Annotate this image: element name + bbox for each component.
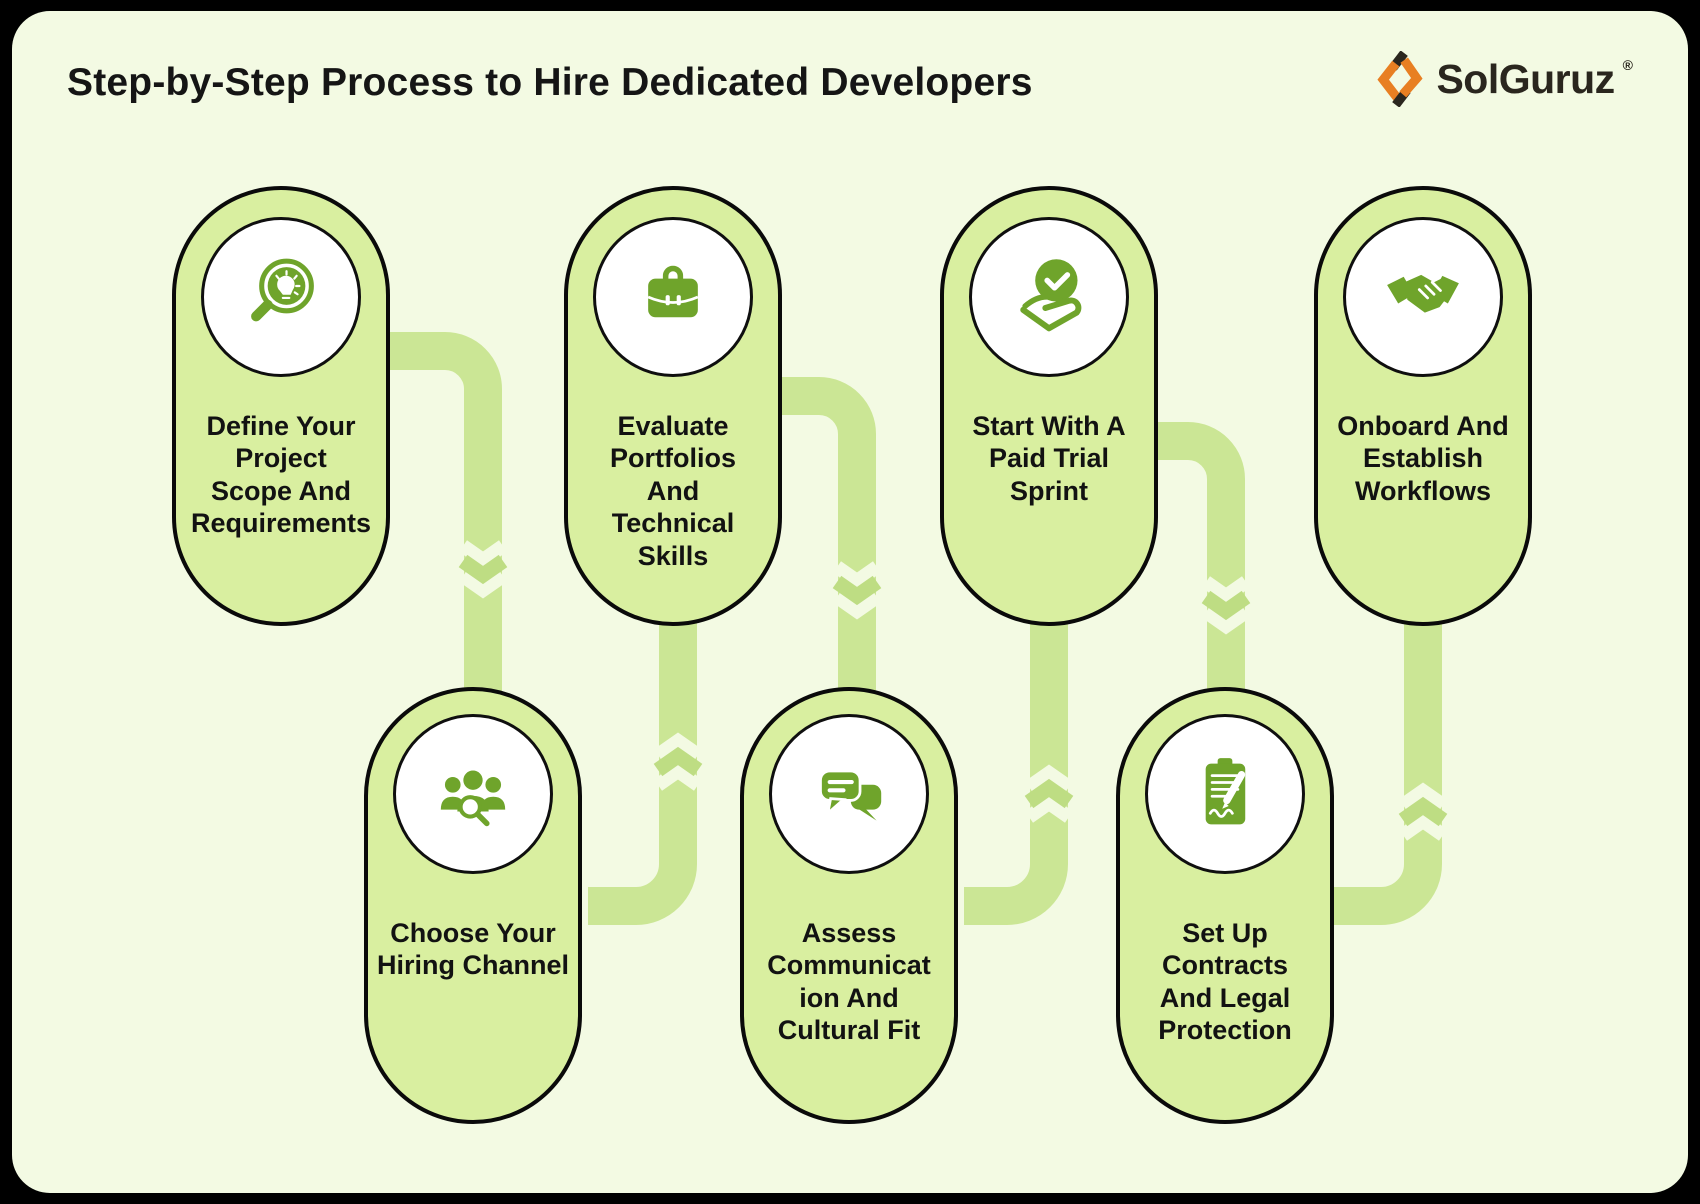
chevron-cut <box>653 732 703 761</box>
step-card-paid-trial-sprint: Start With A Paid Trial Sprint <box>940 186 1158 626</box>
flow-connectors <box>384 332 1448 925</box>
connector-2-3 <box>588 621 697 925</box>
step-card-hiring-channel: Choose Your Hiring Channel <box>364 687 582 1124</box>
chevron-cut <box>832 591 882 620</box>
chevron-cut <box>1024 794 1074 823</box>
step-icon-circle <box>769 714 929 874</box>
contract-pen-icon <box>1205 758 1246 825</box>
step-card-onboard-workflows: Onboard And Establish Workflows <box>1314 186 1532 626</box>
step-card-contracts-legal: Set Up Contracts And Legal Protection <box>1116 687 1334 1124</box>
step-icon-circle <box>969 217 1129 377</box>
chevron-up-icon <box>1398 796 1448 827</box>
brand-name: SolGuruz <box>1436 55 1615 102</box>
chevron-cut <box>1201 606 1251 635</box>
chevron-cut <box>832 561 882 590</box>
chevron-up-icon <box>653 746 703 777</box>
solguruz-logo-icon <box>1377 51 1424 107</box>
chevron-cut <box>1201 576 1251 605</box>
step-label: Evaluate Portfolios And Technical Skills <box>610 411 736 571</box>
connector-3-4 <box>775 377 876 711</box>
chevron-cut <box>1024 764 1074 793</box>
people-search-icon <box>440 770 506 827</box>
step-card-assess-communication: Assess Communicat ion And Cultural Fit <box>740 687 958 1124</box>
step-label: Assess Communicat ion And Cultural Fit <box>767 918 931 1046</box>
step-label: Define Your Project Scope And Requiremen… <box>190 411 372 539</box>
hand-check-icon <box>1020 259 1082 332</box>
briefcase-icon <box>647 265 699 318</box>
chevron-cut <box>653 762 703 791</box>
step-icon-circle <box>393 714 553 874</box>
connector-5-6 <box>1151 422 1245 711</box>
step-icon-circle <box>201 217 361 377</box>
chevron-cut <box>1398 782 1448 811</box>
chevron-down-icon <box>832 575 882 606</box>
chat-bubbles-icon <box>819 769 882 821</box>
step-label: Set Up Contracts And Legal Protection <box>1158 918 1292 1046</box>
step-icon-circle <box>593 217 753 377</box>
connector-4-5 <box>964 621 1068 925</box>
chevron-cut <box>458 570 508 599</box>
panel-background: Step-by-Step Process to Hire Dedicated D… <box>12 11 1688 1193</box>
chevron-cut <box>458 540 508 569</box>
step-card-evaluate-portfolios: Evaluate Portfolios And Technical Skills <box>564 186 782 626</box>
handshake-icon <box>1387 274 1459 313</box>
registered-mark: ® <box>1622 57 1633 73</box>
chevron-cut <box>1398 812 1448 841</box>
chevron-down-icon <box>458 554 508 585</box>
chevron-up-icon <box>1024 778 1074 809</box>
chevron-down-icon <box>1201 590 1251 621</box>
connector-6-7 <box>1328 621 1442 925</box>
connector-1-2 <box>384 332 502 711</box>
step-icon-circle <box>1145 714 1305 874</box>
step-label: Onboard And Establish Workflows <box>1337 411 1509 506</box>
step-label: Start With A Paid Trial Sprint <box>972 411 1126 506</box>
page-title: Step-by-Step Process to Hire Dedicated D… <box>67 61 1033 104</box>
step-icon-circle <box>1343 217 1503 377</box>
step-card-define-scope: Define Your Project Scope And Requiremen… <box>172 186 390 626</box>
step-label: Choose Your Hiring Channel <box>376 918 569 981</box>
brand-logo: SolGuruz ® <box>1372 51 1633 107</box>
magnifier-lightbulb-icon <box>251 258 314 322</box>
